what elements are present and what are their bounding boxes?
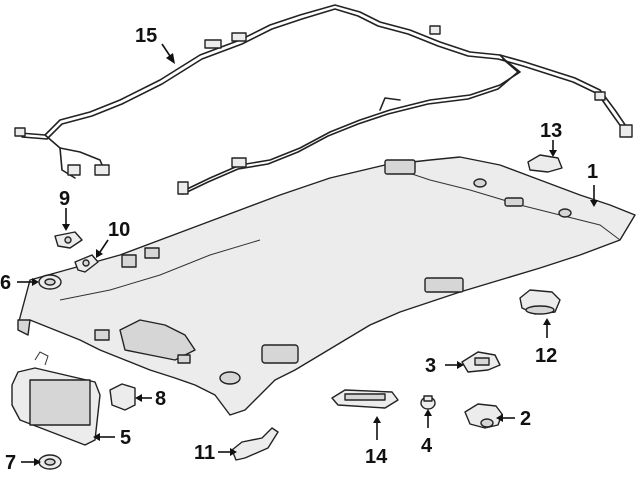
part-12-lamp	[519, 289, 561, 315]
part-10-clip	[74, 254, 99, 273]
callout-5: 5	[120, 427, 131, 449]
callout-13: 13	[540, 120, 562, 142]
part-3-bracket	[461, 351, 501, 373]
callout-10: 10	[108, 219, 130, 241]
wiring-harness	[14, 4, 633, 195]
callout-3: 3	[425, 355, 436, 377]
callout-12: 12	[535, 345, 557, 367]
callout-labels: 1 2 3 4 5 6 7 8 9 10 11 12 13 14 15	[0, 25, 598, 474]
callout-1: 1	[587, 161, 598, 183]
part-6-clip	[38, 274, 62, 290]
headliner-panel	[17, 156, 636, 416]
part-13-bracket	[527, 154, 563, 173]
callout-15: 15	[135, 25, 157, 47]
part-7-clip	[38, 454, 62, 470]
part-2-lamp	[464, 403, 503, 429]
part-9-clip	[54, 231, 83, 249]
callout-4: 4	[421, 435, 433, 457]
part-14-lamp	[331, 389, 399, 409]
callout-arrows	[17, 43, 598, 466]
part-11-handle	[231, 427, 279, 461]
part-5-sunvisor	[11, 351, 101, 446]
part-8-holder	[109, 383, 136, 411]
callout-9: 9	[59, 188, 70, 210]
part-4-clip	[420, 395, 436, 410]
callout-14: 14	[365, 446, 388, 468]
callout-2: 2	[520, 408, 531, 430]
callout-11: 11	[194, 442, 215, 464]
callout-6: 6	[0, 272, 11, 294]
callout-8: 8	[155, 388, 166, 410]
callout-7: 7	[5, 452, 16, 474]
